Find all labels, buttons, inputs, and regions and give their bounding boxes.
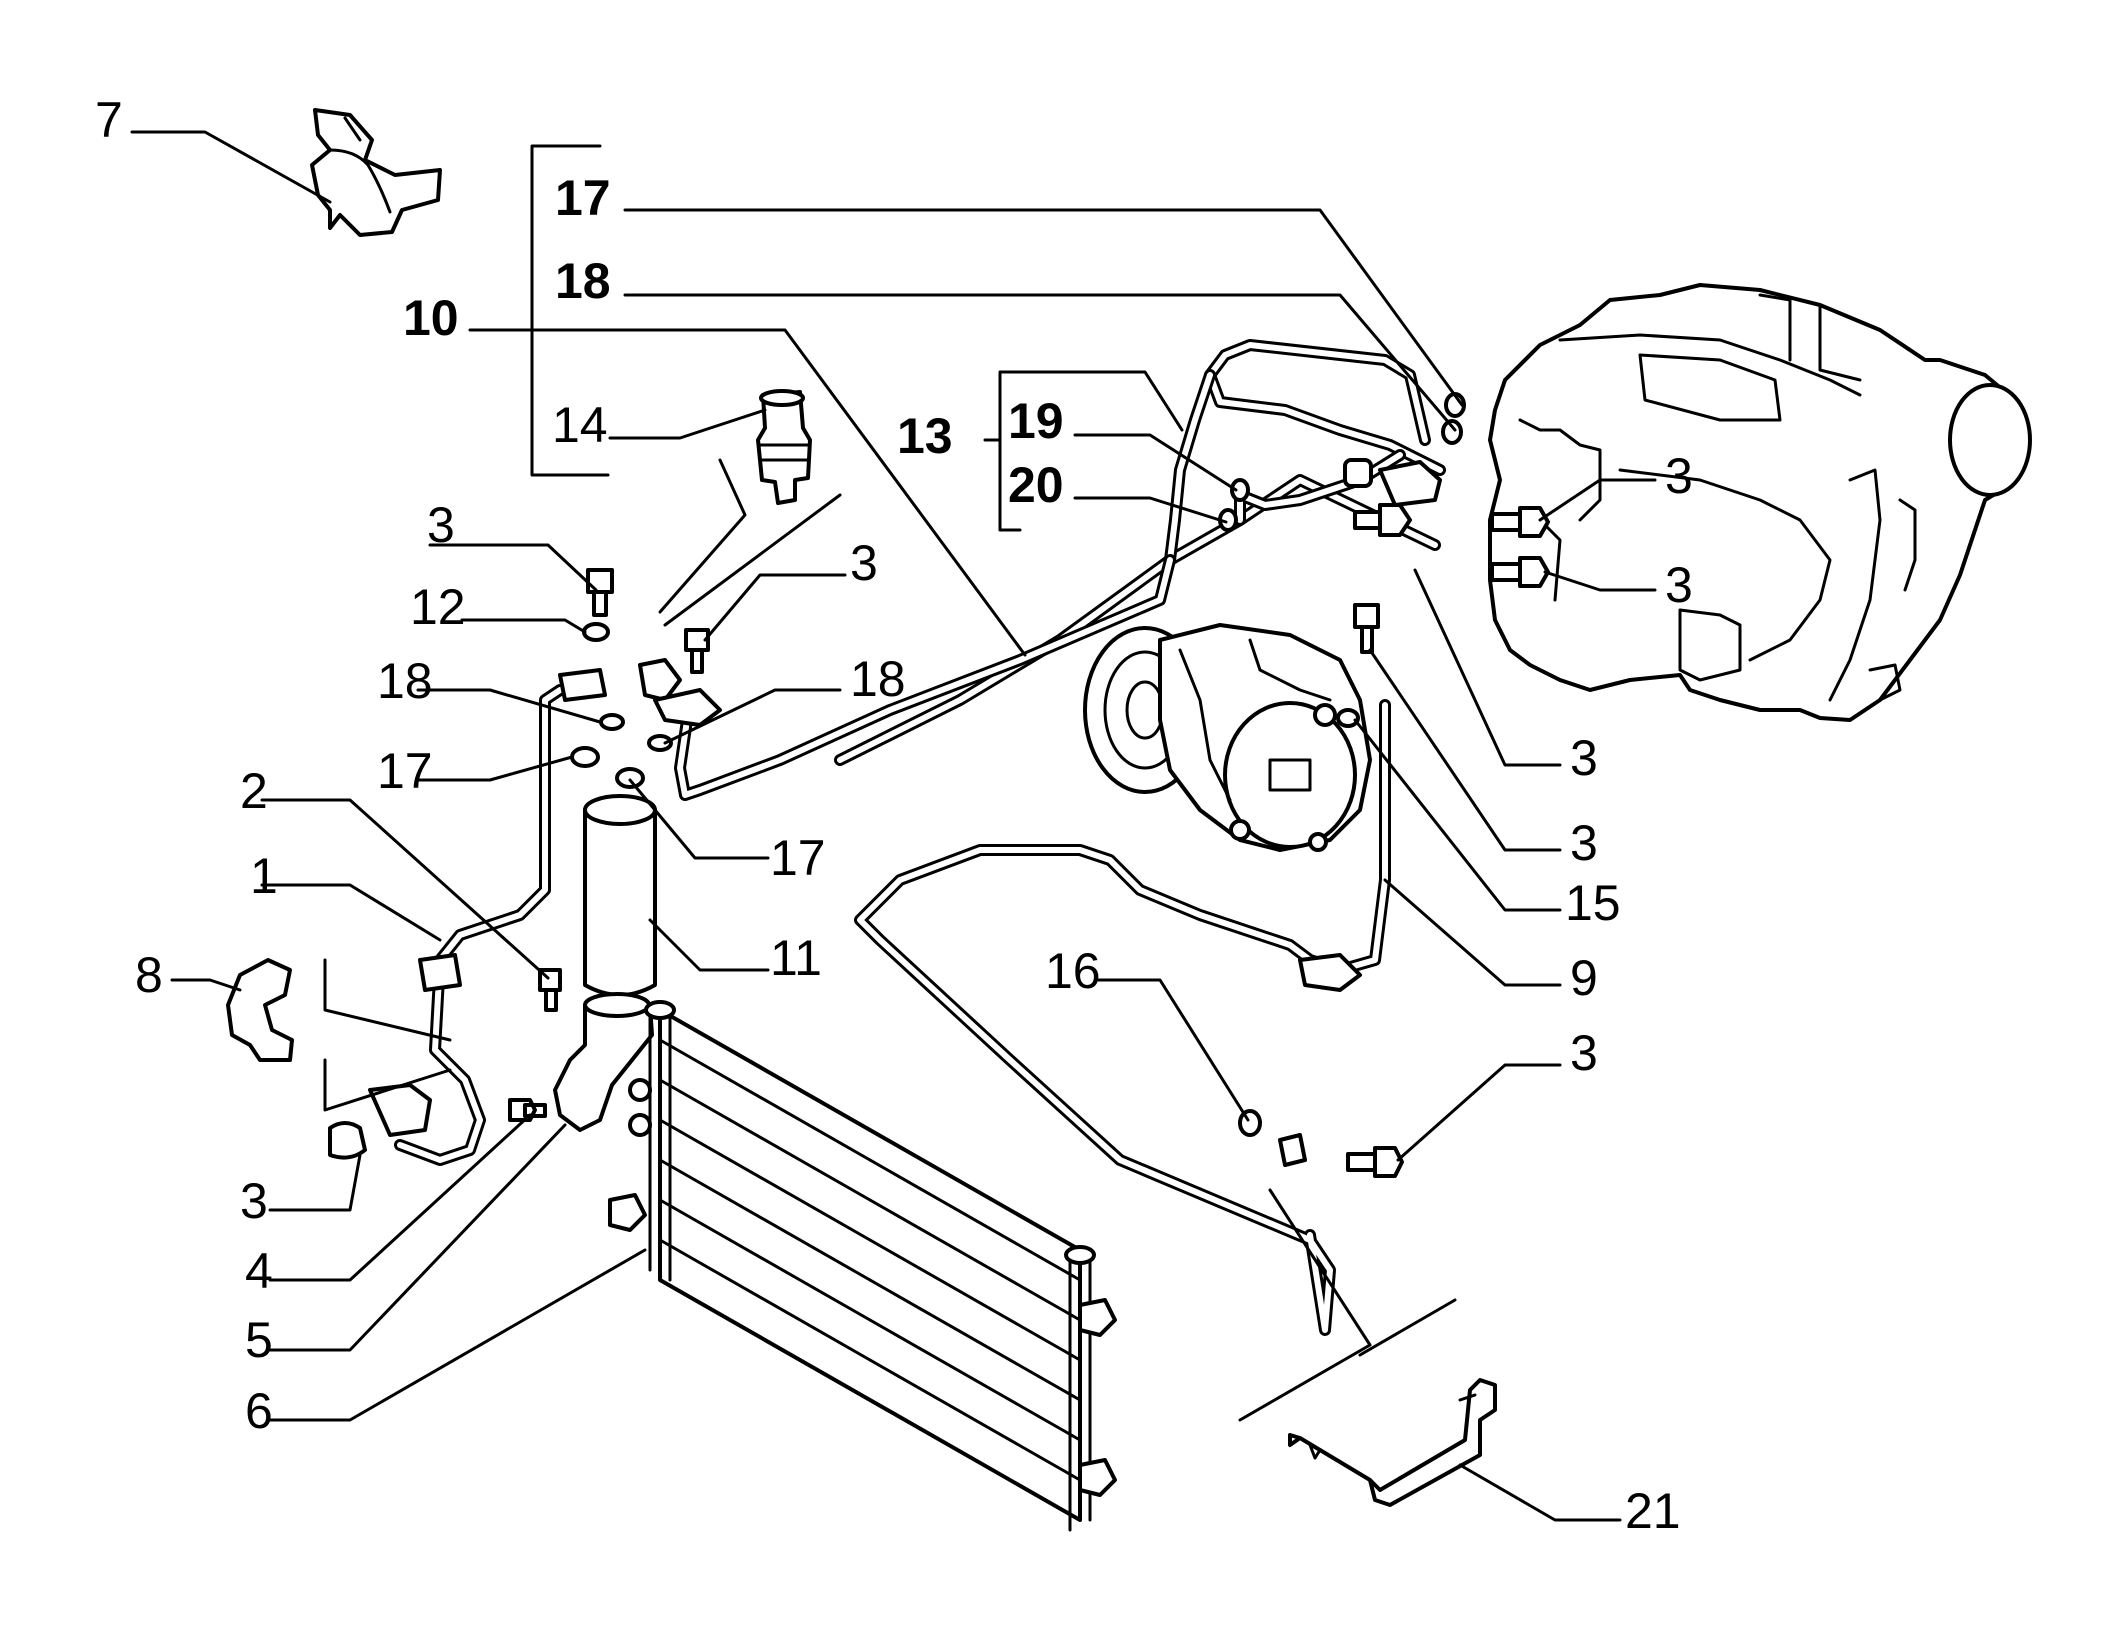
- callout-18-left: 18: [377, 653, 433, 709]
- callout-9: 9: [1570, 950, 1598, 1006]
- pipe-part-10: [674, 554, 1176, 801]
- callout-15: 15: [1565, 875, 1621, 931]
- callout-3-pipe: 3: [1570, 1025, 1598, 1081]
- receiver-drier-part-11: [583, 794, 657, 997]
- receiver-head-part: [368, 658, 722, 1166]
- callout-3-switch: 3: [850, 535, 878, 591]
- condenser-part-6: [608, 1000, 1117, 1532]
- bracket-part-8: [226, 958, 294, 1062]
- callout-7: 7: [95, 92, 123, 148]
- callout-6: 6: [245, 1383, 273, 1439]
- callout-20: 20: [1008, 457, 1064, 513]
- callout-18-right: 18: [850, 651, 906, 707]
- heater-unit-part: [1488, 283, 2032, 722]
- callout-17-left: 17: [377, 743, 433, 799]
- callout-18-top: 18: [555, 253, 611, 309]
- callout-4: 4: [245, 1243, 273, 1299]
- callout-8: 8: [135, 947, 163, 1003]
- bolts-group: [328, 503, 1550, 1178]
- callout-11: 11: [770, 930, 822, 986]
- callout-10: 10: [403, 290, 459, 346]
- pipe-part-9: [854, 699, 1391, 1336]
- drier-clamp-part-5: [553, 992, 654, 1132]
- pressure-switch-part-14: [756, 389, 812, 505]
- callout-12: 12: [410, 579, 466, 635]
- callout-3-drier-top: 3: [427, 497, 455, 553]
- callout-3-heater-top: 3: [1665, 448, 1693, 504]
- callout-21: 21: [1625, 1483, 1681, 1539]
- callout-3-compressor-b: 3: [1570, 815, 1598, 871]
- callout-1: 1: [250, 848, 278, 904]
- bracket-part-21: [1288, 1378, 1497, 1507]
- callout-19: 19: [1008, 393, 1064, 449]
- callout-5: 5: [245, 1312, 273, 1368]
- clamp-part-7: [310, 108, 442, 237]
- hose-assembly-part-13: [834, 339, 1446, 766]
- callout-labels: 7 17 18 10 14 13 19 20 3 3 3 12 3 18 18 …: [95, 92, 1693, 1539]
- callout-2: 2: [240, 763, 268, 819]
- leader-lines: [130, 130, 1657, 1522]
- callout-3-compressor-a: 3: [1570, 730, 1598, 786]
- callout-16: 16: [1045, 943, 1101, 999]
- callout-3-heater-bottom: 3: [1665, 557, 1693, 613]
- callout-17-right: 17: [770, 830, 826, 886]
- callout-17-top: 17: [555, 170, 611, 226]
- compressor-part: [1083, 623, 1372, 852]
- callout-14: 14: [552, 397, 608, 453]
- callout-3-bottom-left: 3: [240, 1173, 268, 1229]
- callout-13: 13: [897, 408, 953, 464]
